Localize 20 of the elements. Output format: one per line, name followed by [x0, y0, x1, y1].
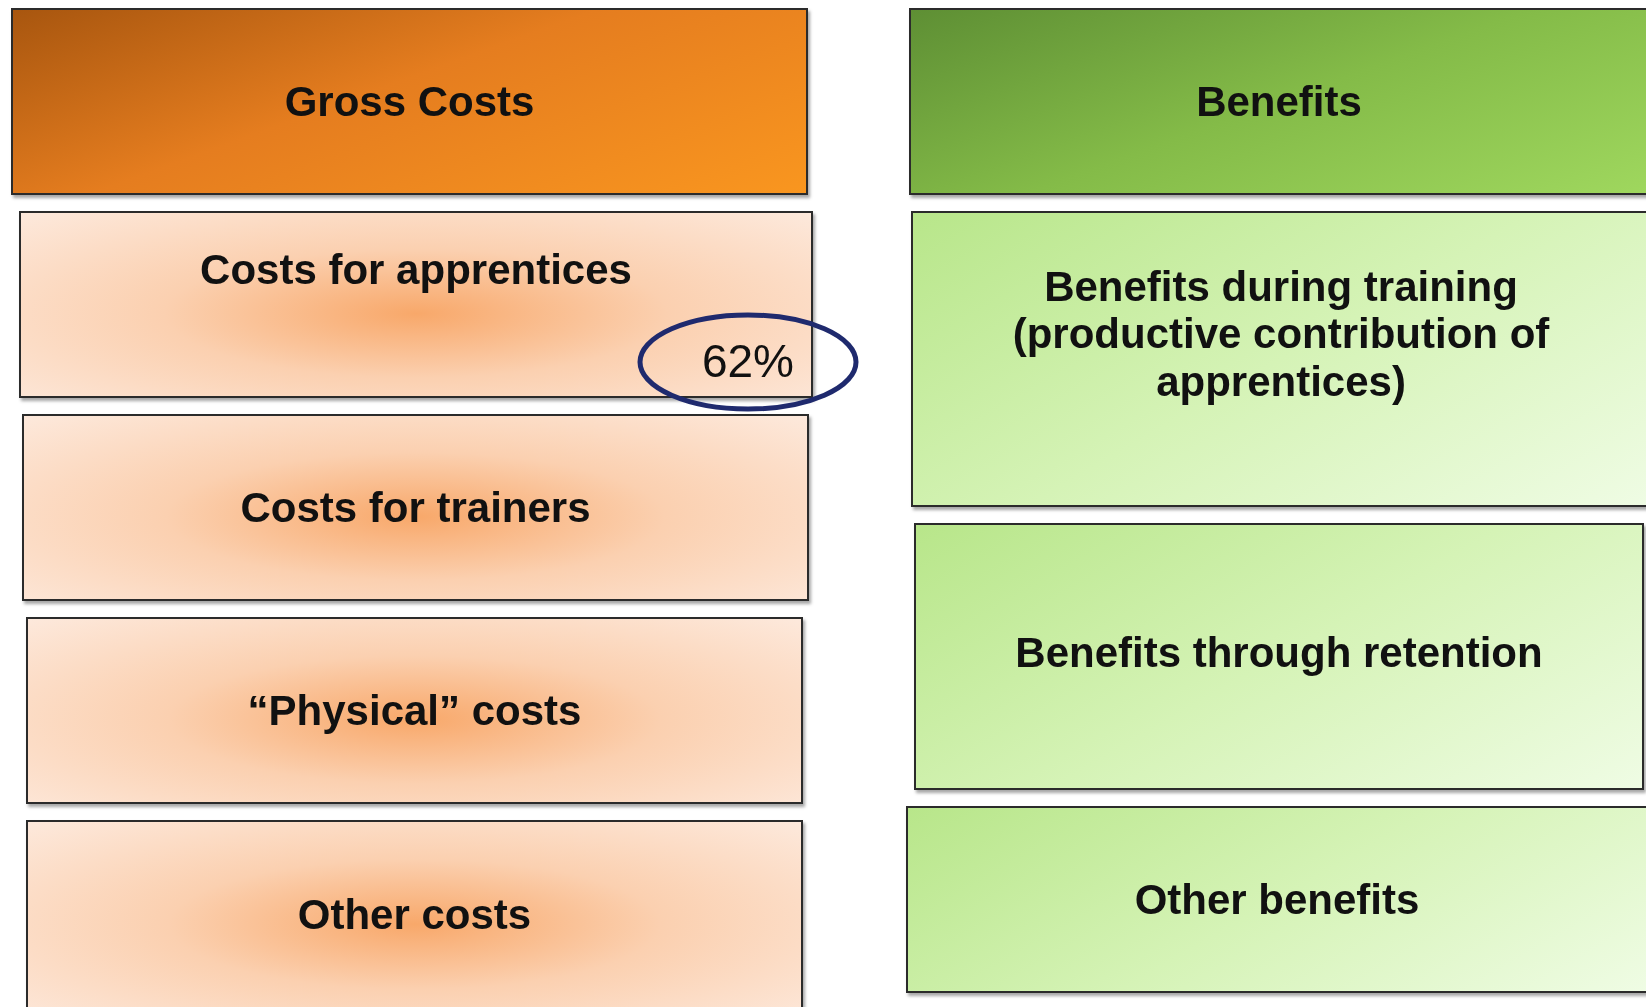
box-label: Costs for apprentices — [200, 246, 632, 293]
box-label: Other benefits — [1134, 876, 1420, 923]
header-box — [11, 8, 808, 195]
box-label: 62% — [701, 336, 795, 388]
benefit-box — [906, 806, 1646, 993]
box-label: Gross Costs — [284, 78, 535, 125]
benefit-box — [911, 211, 1646, 507]
benefit-box — [914, 523, 1644, 790]
box-label: Benefits through retention — [1015, 629, 1543, 676]
cost-box — [19, 211, 813, 398]
box-label: Other costs — [297, 891, 532, 939]
box-label: Costs for trainers — [240, 484, 591, 531]
cost-box — [26, 617, 803, 804]
box-label: “Physical” costs — [247, 687, 582, 734]
percentage-ellipse — [637, 312, 859, 412]
header-box — [909, 8, 1646, 195]
box-label: Benefits during training (productive contribution of apprentices) — [1011, 263, 1551, 405]
cost-box — [26, 820, 803, 1007]
cost-box — [22, 414, 809, 601]
box-label: Benefits — [1196, 78, 1362, 125]
